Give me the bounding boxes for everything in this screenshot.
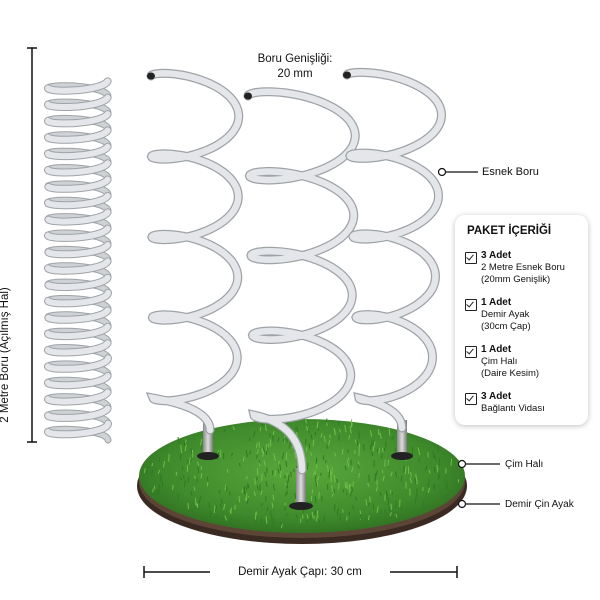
package-item-qty: 1 Adet	[481, 297, 512, 308]
vertical-length-label: 2 Metre Boru (Açılmış Hal)	[0, 287, 11, 423]
grass-mat	[139, 417, 465, 533]
grass-label: Çim Halı	[505, 459, 544, 470]
flexible-pipe-label: Esnek Boru	[482, 166, 539, 178]
package-item-qty: 1 Adet	[481, 344, 512, 355]
iron-base-label: Demir Çin Ayak	[505, 499, 574, 510]
package-item-desc-line1: Demir Ayak	[481, 309, 530, 320]
package-item-qty: 3 Adet	[481, 250, 512, 261]
pipe-width-value: 20 mm	[277, 68, 313, 80]
package-item-desc: 2 Metre Esnek Boru (20mm Genişlik)	[481, 262, 565, 286]
package-item-qty: 3 Adet	[481, 391, 512, 402]
extended-pipe-spirals	[145, 67, 447, 475]
package-item-desc-line2: (20mm Genişlik)	[481, 274, 551, 285]
checkbox-checked-icon	[465, 299, 477, 311]
package-item-desc-line2: (30cm Çap)	[481, 321, 531, 332]
package-title: PAKET İÇERİĞİ	[467, 225, 552, 237]
pipe-width-title: Boru Genişliği:	[257, 53, 333, 65]
package-item-desc-line1: Çim Halı	[481, 356, 518, 367]
package-contents-card: PAKET İÇERİĞİ 3 Adet 2 Metre Esnek Boru …	[455, 215, 588, 425]
vertical-dimension-line	[27, 47, 37, 443]
base-diameter-label: Demir Ayak Çapı: 30 cm	[210, 565, 390, 579]
compressed-pipe-coil	[44, 77, 112, 444]
callout-lines	[437, 167, 500, 509]
package-item-desc: Demir Ayak (30cm Çap)	[481, 309, 531, 333]
checkbox-checked-icon	[465, 346, 477, 358]
package-item-desc-line1: Bağlantı Vidası	[481, 403, 545, 414]
bolts	[197, 420, 413, 510]
package-item-desc-line1: 2 Metre Esnek Boru	[481, 262, 565, 273]
checkbox-checked-icon	[465, 393, 477, 405]
package-item-desc: Çim Halı (Daire Kesim)	[481, 356, 539, 380]
package-item-desc: Bağlantı Vidası	[481, 403, 545, 415]
checkbox-checked-icon	[465, 252, 477, 264]
pipe-width-label: Boru Genişliği: 20 mm	[240, 52, 350, 82]
package-item-desc-line2: (Daire Kesim)	[481, 368, 540, 379]
